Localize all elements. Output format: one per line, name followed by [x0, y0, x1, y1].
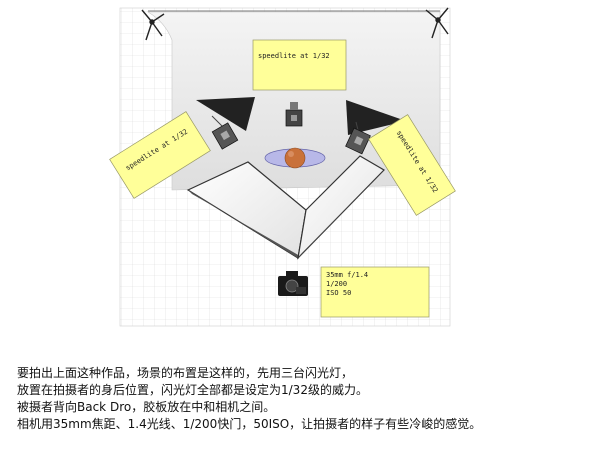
camera-settings-line-1: 35mm f/1.4 [326, 271, 368, 279]
left-softbox-icon [196, 97, 255, 150]
top-speedlite-icon [285, 102, 303, 127]
note-top-speedlite-text: speedlite at 1/32 [258, 52, 330, 60]
caption-line: 相机用35mm焦距、1.4光线、1/200快门，50ISO，让拍摄者的样子有些冷… [17, 417, 482, 431]
caption-paragraph: 要拍出上面这种作品，场景的布置是这样的，先用三台闪光灯， 放置在拍摄者的身后位置… [17, 365, 587, 433]
lighting-diagram: speedlite at 1/32 speedli [109, 7, 456, 327]
right-reflector-panel [297, 155, 385, 260]
right-softbox-icon [345, 100, 406, 155]
subject-head [284, 147, 306, 169]
backdrop-stand-right-icon [425, 7, 449, 39]
note-top-speedlite: speedlite at 1/32 [252, 39, 347, 91]
camera-settings-line-3: ISO 50 [326, 289, 351, 297]
caption-line: 要拍出上面这种作品，场景的布置是这样的，先用三台闪光灯， [17, 366, 354, 380]
camera-icon [278, 271, 308, 296]
camera-settings-line-2: 1/200 [326, 280, 347, 288]
backdrop-stand-left-icon [141, 9, 165, 41]
caption-line: 被摄者背向Back Dro，胶板放在中和相机之间。 [17, 400, 276, 414]
caption-line: 放置在拍摄者的身后位置，闪光灯全部都是设定为1/32级的威力。 [17, 383, 368, 397]
note-camera-settings: 35mm f/1.4 1/200 ISO 50 [320, 266, 430, 318]
